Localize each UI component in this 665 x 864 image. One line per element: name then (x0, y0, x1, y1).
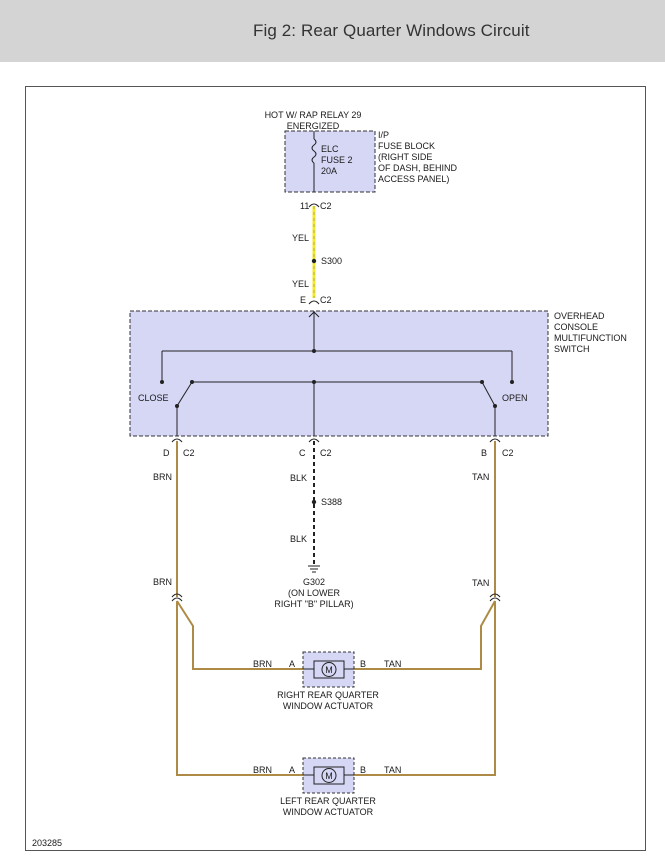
right-actuator-label-1: RIGHT REAR QUARTER (277, 690, 379, 700)
connector-d-name: C2 (183, 448, 195, 458)
fuse-label-3: 20A (321, 166, 337, 176)
wire-label-yel-bottom: YEL (292, 279, 309, 289)
switch-label-4: SWITCH (554, 344, 590, 354)
wire-label-yel-top: YEL (292, 233, 309, 243)
fuse-block-label-3: (RIGHT SIDE (378, 152, 432, 162)
wire-tan-to-right-actuator (354, 600, 496, 670)
wire-label-brn-upper: BRN (153, 472, 172, 482)
left-actuator-wire-left: BRN (253, 765, 272, 775)
fuse-symbol (311, 138, 317, 164)
fuse-block-label-4: OF DASH, BEHIND (378, 163, 458, 173)
left-actuator-pin-a: A (289, 765, 295, 775)
fuse-connector-name: C2 (320, 201, 332, 211)
switch-close-label: CLOSE (138, 393, 169, 403)
fuse-connector-pin: 11 (300, 201, 309, 211)
switch-label-1: OVERHEAD (554, 311, 605, 321)
fuse-label-2: FUSE 2 (321, 155, 353, 165)
wire-brown-to-right-actuator (176, 600, 303, 670)
right-motor-icon (321, 662, 337, 677)
switch-open-label: OPEN (502, 393, 528, 403)
multifunction-switch-box (129, 310, 549, 437)
wire-brown-to-left-actuator (176, 601, 303, 776)
connector-b-pin: B (481, 448, 487, 458)
source-label-1: HOT W/ RAP RELAY 29 (265, 110, 362, 120)
left-actuator-wire-right: TAN (384, 765, 401, 775)
right-actuator-pin-b: B (360, 659, 366, 669)
splice-s388-label: S388 (321, 497, 342, 507)
splice-s300-dot (311, 258, 317, 264)
ground-location-1: (ON LOWER (288, 588, 341, 598)
wire-label-brn-lower: BRN (153, 577, 172, 587)
splice-s300-label: S300 (321, 256, 342, 266)
connector-c-name: C2 (320, 448, 332, 458)
connector-c-pin: C (299, 448, 306, 458)
fuse-block-box (284, 130, 376, 193)
ground-location-2: RIGHT "B" PILLAR) (274, 599, 353, 609)
fuse-block-label-1: I/P (378, 130, 389, 140)
fuse-label-1: ELC (321, 144, 339, 154)
wire-tan-to-left-actuator (354, 601, 496, 776)
brown-inline-connector (171, 593, 183, 602)
page-title: Fig 2: Rear Quarter Windows Circuit (253, 21, 530, 40)
splice-s388-dot (311, 499, 317, 505)
switch-label-3: MULTIFUNCTION (554, 333, 627, 343)
fuse-connector-symbol (308, 203, 320, 208)
left-motor-icon (321, 768, 337, 783)
left-actuator-pin-b: B (360, 765, 366, 775)
wire-label-blk-lower: BLK (290, 534, 307, 544)
switch-input-connector-pin: E (300, 295, 306, 305)
header-bar: Fig 2: Rear Quarter Windows Circuit (0, 0, 665, 62)
switch-input-connector-symbol (308, 300, 320, 305)
source-label-2: ENERGIZED (287, 121, 340, 131)
wire-label-blk-upper: BLK (290, 473, 307, 483)
fuse-block-label-5: ACCESS PANEL) (378, 174, 449, 184)
figure-id: 203285 (32, 838, 62, 848)
tan-inline-connector (489, 593, 501, 602)
connector-b-name: C2 (502, 448, 514, 458)
switch-internal-wiring (161, 311, 513, 436)
ground-name: G302 (303, 577, 325, 587)
diagram-frame (25, 86, 646, 851)
right-actuator-pin-a: A (289, 659, 295, 669)
left-motor-letter: M (325, 771, 333, 781)
ground-symbol (308, 565, 320, 573)
connector-d-pin: D (163, 448, 170, 458)
left-actuator-label-1: LEFT REAR QUARTER (280, 796, 376, 806)
switch-contacts (160, 349, 514, 408)
right-actuator-wire-right: TAN (384, 659, 401, 669)
wire-label-tan-upper: TAN (472, 472, 489, 482)
wire-label-tan-lower: TAN (472, 578, 489, 588)
right-actuator-wire-left: BRN (253, 659, 272, 669)
switch-input-connector-name: C2 (320, 295, 332, 305)
fuse-block-label-2: FUSE BLOCK (378, 141, 435, 151)
switch-label-2: CONSOLE (554, 322, 598, 332)
right-motor-letter: M (325, 665, 333, 675)
switch-output-connectors (171, 438, 501, 443)
left-actuator-label-2: WINDOW ACTUATOR (283, 807, 374, 817)
right-actuator-label-2: WINDOW ACTUATOR (283, 701, 374, 711)
